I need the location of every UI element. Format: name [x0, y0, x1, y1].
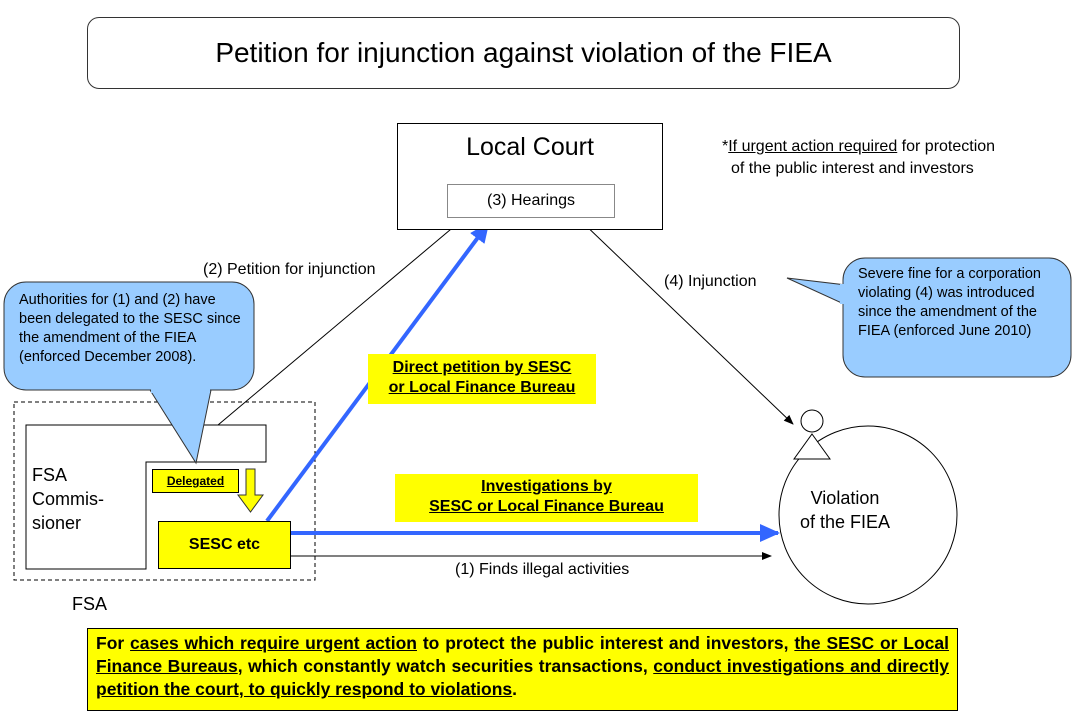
delegated-label: Delegated	[152, 469, 239, 493]
urgent-note-rest: for protection	[897, 138, 996, 155]
summary-text: For	[96, 633, 131, 653]
violation-line2: of the FIEA	[799, 512, 891, 532]
fsa-commissioner-box	[25, 424, 267, 570]
investigations-line2: SESC or Local Finance Bureau	[429, 498, 664, 515]
local-court-title: Local Court	[466, 133, 594, 161]
injunction-arrow	[578, 218, 794, 425]
commissioner-line3: sioner	[32, 513, 82, 533]
summary-underline: cases which require urgent action	[130, 633, 417, 653]
delegation-callout-text: Authorities for (1) and (2) have been de…	[19, 292, 241, 365]
asterisk: *	[722, 138, 729, 155]
direct-petition-label: Direct petition by SESC or Local Finance…	[368, 354, 596, 404]
page-title: Petition for injunction against violatio…	[87, 17, 960, 89]
delegation-callout-shape	[3, 281, 255, 465]
violation-label: Violation of the FIEA	[790, 486, 900, 534]
hearings-box: (3) Hearings	[447, 184, 615, 218]
direct-petition-line1: Direct petition by SESC	[392, 359, 572, 376]
summary-underline: the SESC or Local Finance Bureaus	[96, 633, 950, 676]
violation-circle	[778, 425, 958, 605]
urgent-note-underlined: If urgent action required	[728, 138, 898, 155]
person-icon	[793, 409, 831, 460]
fine-callout-shape	[786, 257, 1072, 378]
investigations-line1: Investigations by	[481, 478, 612, 495]
fine-callout-text: Severe fine for a corporation violating …	[858, 266, 1041, 339]
summary-box: For cases which require urgent action to…	[87, 628, 958, 711]
delegation-down-arrow	[237, 468, 264, 513]
direct-petition-line2: or Local Finance Bureau	[388, 379, 576, 396]
finds-label: (1) Finds illegal activities	[455, 561, 630, 578]
urgent-note: *If urgent action required for protectio…	[722, 136, 995, 180]
summary-text: to protect the public interest and inves…	[416, 633, 795, 653]
urgent-note-line2: of the public interest and investors	[731, 160, 974, 177]
violation-line1: Violation	[810, 488, 880, 508]
petition-arrow	[217, 218, 464, 426]
commissioner-line1: FSA	[32, 465, 68, 485]
investigations-label: Investigations by SESC or Local Finance …	[395, 474, 698, 522]
sesc-box: SESC etc	[158, 521, 291, 569]
commissioner-line2: Commis-	[32, 489, 104, 509]
summary-underline: conduct investigations and directly peti…	[96, 656, 949, 699]
injunction-label: (4) Injunction	[664, 273, 757, 290]
delegated-text: Delegated	[166, 474, 225, 488]
summary-text: .	[512, 679, 518, 699]
summary-text: , which constantly watch securities tran…	[237, 656, 654, 676]
fsa-commissioner-label: FSA Commis- sioner	[32, 463, 104, 535]
fsa-label: FSA	[72, 594, 108, 614]
petition-label: (2) Petition for injunction	[203, 261, 376, 278]
